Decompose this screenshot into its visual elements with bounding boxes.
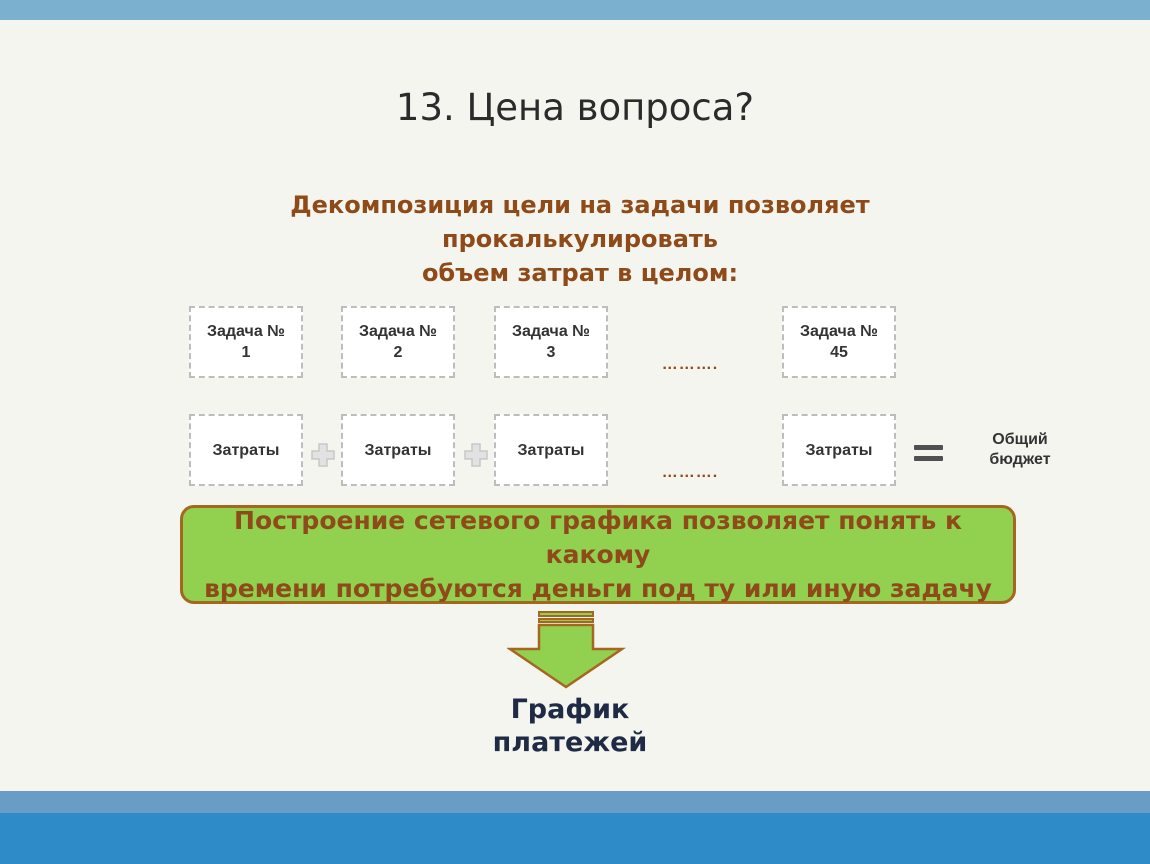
result-line-2: платежей: [492, 727, 648, 758]
cost-box-45: Затраты: [782, 414, 896, 486]
cost-box-1: Затраты: [189, 414, 303, 486]
cost-box-3: Затраты: [494, 414, 608, 486]
bottom-decorative-band: [0, 791, 1150, 813]
task-label: Задача № 2: [358, 323, 438, 361]
subtitle-line-1: Декомпозиция цели на задачи позволяет пр…: [290, 191, 870, 253]
task-box-1: Задача № 1: [189, 306, 303, 378]
task-box-3: Задача № 3: [494, 306, 608, 378]
task-box-2: Задача № 2: [341, 306, 455, 378]
cost-label: Затраты: [517, 441, 585, 459]
slide-subtitle: Декомпозиция цели на задачи позволяет пр…: [150, 188, 1010, 290]
cost-box-2: Затраты: [341, 414, 455, 486]
task-box-45: Задача № 45: [782, 306, 896, 378]
total-line-1: Общий: [992, 431, 1048, 448]
total-budget-label: Общий бюджет: [970, 430, 1070, 470]
plus-icon: [310, 442, 336, 468]
callout-line-2: времени потребуются деньги под ту или ин…: [204, 573, 992, 603]
top-decorative-bar: [0, 0, 1150, 20]
down-arrow-icon: [507, 611, 627, 691]
task-label: Задача № 45: [799, 323, 879, 361]
task-label: Задача № 3: [511, 323, 591, 361]
plus-icon: [463, 442, 489, 468]
cost-label: Затраты: [805, 441, 873, 459]
cost-label: Затраты: [364, 441, 432, 459]
equals-icon: [914, 443, 944, 463]
task-ellipsis: ……….: [661, 356, 719, 373]
subtitle-line-2: объем затрат в целом:: [421, 259, 739, 287]
task-label: Задача № 1: [206, 323, 286, 361]
result-line-1: График: [510, 694, 630, 725]
total-line-2: бюджет: [989, 451, 1051, 468]
cost-label: Затраты: [212, 441, 280, 459]
payment-schedule-label: График платежей: [470, 693, 670, 759]
cost-ellipsis: ……….: [661, 464, 719, 481]
slide-title: 13. Цена вопроса?: [395, 86, 755, 129]
bottom-decorative-footer: [0, 813, 1150, 864]
network-schedule-callout: Построение сетевого графика позволяет по…: [180, 505, 1016, 604]
callout-line-1: Построение сетевого графика позволяет по…: [234, 505, 962, 569]
